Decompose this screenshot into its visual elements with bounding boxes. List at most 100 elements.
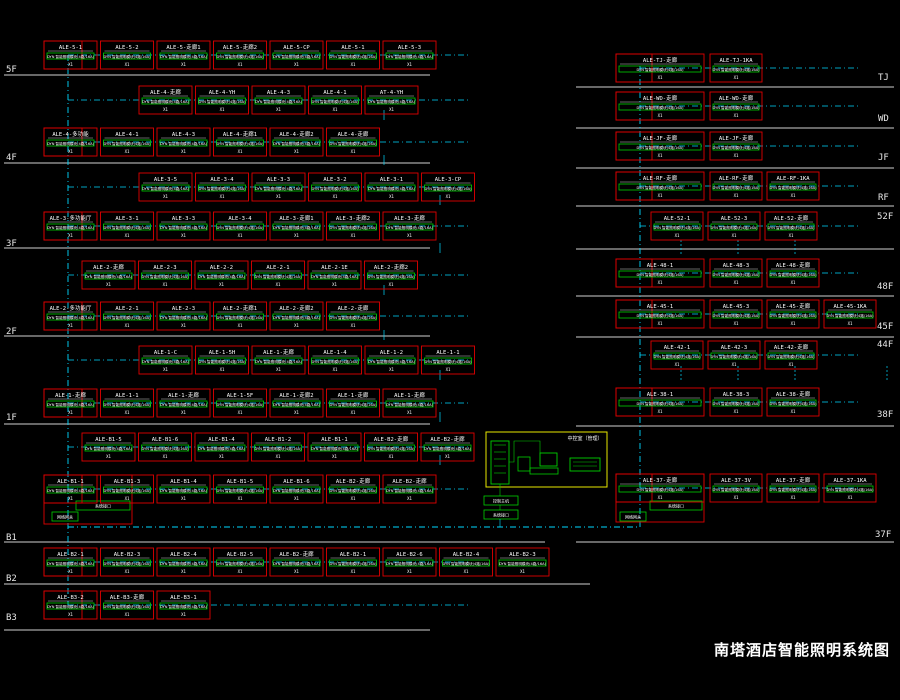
module-frame bbox=[156, 547, 211, 577]
module-frame bbox=[100, 388, 154, 418]
module-id: ALE-5-走廊2 bbox=[223, 43, 257, 51]
module-sub: X1 bbox=[407, 233, 412, 238]
module-sub: X1 bbox=[294, 410, 299, 415]
module-text: DYN 智能照明模块(4路/16A) bbox=[160, 604, 208, 609]
module-text: DYN 智能照明模块(4路/16A) bbox=[198, 446, 246, 451]
module-text: DYN 智能照明模块(4路/16A) bbox=[712, 145, 760, 150]
module-box bbox=[272, 486, 321, 494]
module-frame bbox=[43, 547, 98, 577]
module-sub: X1 bbox=[106, 454, 111, 459]
module-box bbox=[767, 223, 815, 231]
module-frame bbox=[269, 547, 324, 577]
module-frame bbox=[382, 474, 437, 504]
module-text: DYN 智能照明模块(4路/16A) bbox=[160, 54, 208, 59]
module-text: DYN 智能照明模块(4路/16A) bbox=[329, 141, 377, 146]
module-frame bbox=[156, 388, 211, 418]
module-text: DYN 智能照明模块(4路/16A) bbox=[636, 487, 684, 492]
svg-text:系统接口: 系统接口 bbox=[668, 503, 684, 509]
module-text: DYN 智能照明模块(4路/16A) bbox=[367, 446, 415, 451]
module-id: ALE-1-走廊 bbox=[394, 391, 425, 399]
module-sub: X1 bbox=[220, 107, 225, 112]
module-sub: X1 bbox=[791, 193, 796, 198]
svg-text:系统接口: 系统接口 bbox=[493, 512, 509, 518]
module-frame bbox=[364, 172, 419, 202]
module-sub: X1 bbox=[658, 321, 663, 326]
module-frame bbox=[43, 211, 98, 241]
module-frame bbox=[156, 590, 211, 620]
module-frame bbox=[251, 172, 306, 202]
module-id: ALE-4-多功能 bbox=[52, 130, 89, 138]
module-sub: X1 bbox=[407, 569, 412, 574]
module-box bbox=[198, 184, 246, 192]
module-id: ALE-B3-2 bbox=[57, 595, 84, 601]
module-text: DYN 智能照明模块(4路/16A) bbox=[636, 272, 684, 277]
module-sub: X1 bbox=[181, 323, 186, 328]
module-frame bbox=[138, 432, 192, 462]
keyboard-icon bbox=[529, 467, 559, 475]
module-box bbox=[712, 143, 760, 151]
module-box bbox=[272, 400, 321, 408]
module-sub: X1 bbox=[125, 612, 130, 617]
module-sub: X1 bbox=[791, 280, 796, 285]
module-text: DYN 智能照明模块(4路/16A) bbox=[198, 359, 246, 364]
module-frame bbox=[709, 131, 763, 161]
module-sub: X1 bbox=[445, 454, 450, 459]
module-sub: X1 bbox=[351, 149, 356, 154]
module-frame bbox=[439, 547, 493, 577]
module-text: DYN 智能照明模块(4路/16A) bbox=[216, 402, 264, 407]
module-box bbox=[385, 52, 434, 60]
module-id: ALE-B2-6 bbox=[396, 552, 423, 558]
module-sub: X1 bbox=[238, 233, 243, 238]
module-box bbox=[141, 444, 189, 452]
module-sub: X1 bbox=[125, 323, 130, 328]
module-frame bbox=[43, 590, 98, 620]
module-sub: X1 bbox=[658, 495, 663, 500]
svg-text:网络网关: 网络网关 bbox=[625, 514, 641, 520]
module-sub: X1 bbox=[163, 194, 168, 199]
module-frame bbox=[43, 40, 98, 70]
module-frame bbox=[43, 388, 98, 418]
module-box bbox=[159, 559, 208, 567]
module-frame bbox=[650, 340, 704, 370]
module-text: DYN 智能照明模块(4路/16A) bbox=[368, 99, 416, 104]
module-box bbox=[367, 184, 416, 192]
module-box bbox=[442, 559, 490, 567]
module-sub: X1 bbox=[238, 569, 243, 574]
module-box bbox=[367, 444, 415, 452]
module-frame bbox=[100, 590, 154, 620]
module-box bbox=[216, 400, 264, 408]
module-text: DYN 智能照明模块(4路/16A) bbox=[160, 141, 208, 146]
module-sub: X1 bbox=[68, 569, 73, 574]
module-id: ALE-WD-走廊 bbox=[719, 94, 754, 102]
module-box bbox=[311, 97, 359, 105]
module-text: DYN 智能照明模块(4路/16A) bbox=[386, 225, 434, 230]
module-text: DYN 智能照明模块(4路/16A) bbox=[85, 446, 133, 451]
module-sub: X1 bbox=[276, 454, 281, 459]
diagram-title: 南塔酒店智能照明系统图 bbox=[713, 641, 890, 659]
module-text: DYN 智能照明模块(4路/16A) bbox=[255, 359, 303, 364]
module-frame bbox=[213, 388, 267, 418]
monitor-icon bbox=[539, 452, 558, 467]
module-box bbox=[712, 270, 760, 278]
module-frame bbox=[43, 127, 98, 157]
module-box bbox=[141, 97, 190, 105]
module-text: DYN 智能照明模块(4路/16A) bbox=[216, 315, 264, 320]
module-frame bbox=[269, 474, 324, 504]
module-box bbox=[254, 184, 303, 192]
